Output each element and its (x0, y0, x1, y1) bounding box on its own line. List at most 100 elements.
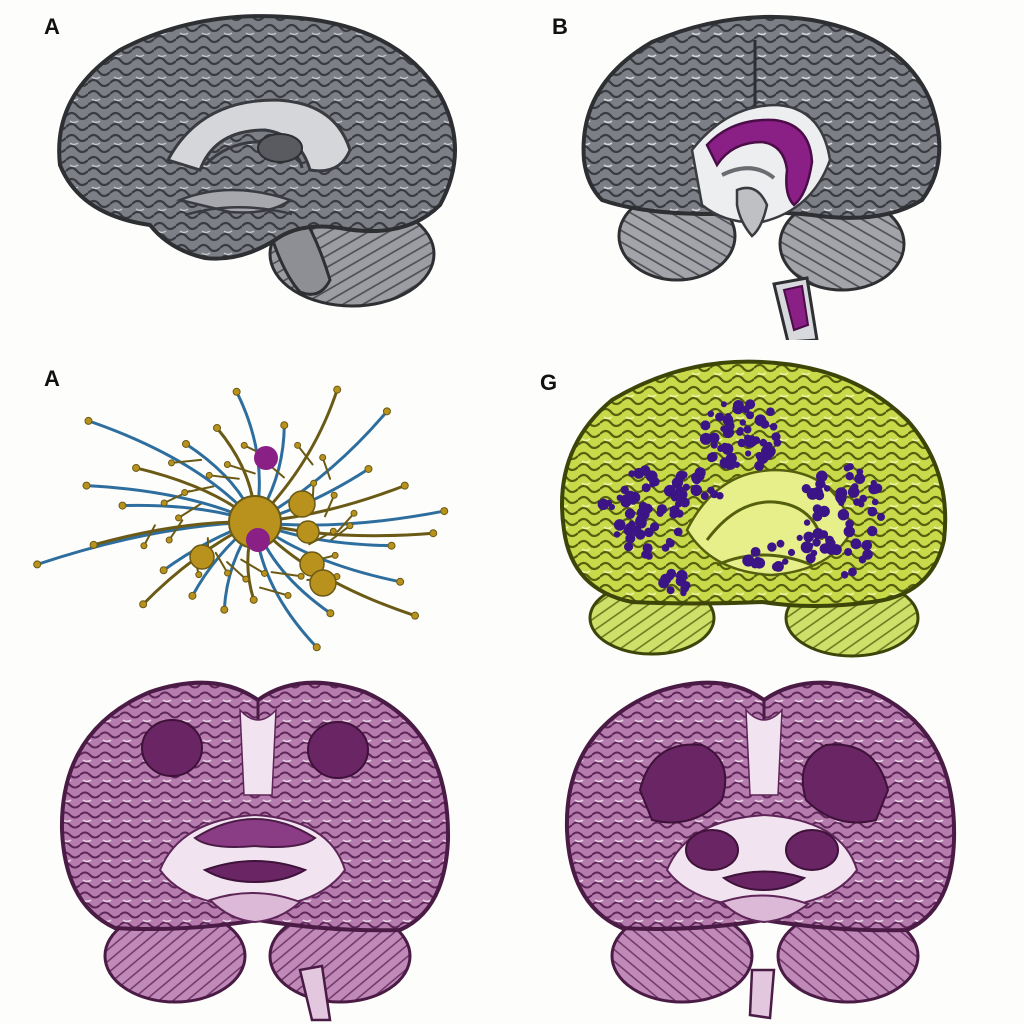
coronal-brain-mauve-left-illustration (59, 680, 451, 1022)
panel-coronal-brain-right (512, 670, 1024, 1024)
dendrite-tip (224, 569, 232, 577)
highlight-dot (597, 498, 609, 510)
highlight-dot (877, 513, 885, 521)
dendrite-tip (249, 595, 258, 604)
highlight-dot (754, 460, 765, 471)
highlight-dot (805, 553, 816, 564)
highlight-dot (868, 483, 880, 495)
dendrite-tip (140, 542, 148, 550)
dendrite-tip (181, 439, 190, 448)
highlight-dot (796, 534, 803, 541)
dendrite-tip (280, 421, 289, 430)
dendrite-tip (165, 536, 173, 544)
panel-neuron: A (0, 340, 512, 670)
highlight-dot (631, 525, 642, 536)
dendrite-tip (333, 385, 342, 394)
highlight-dot (844, 548, 853, 556)
highlight-dot (819, 530, 829, 539)
dendrite-tip (331, 551, 339, 559)
highlight-dot (859, 494, 868, 503)
panel-label-b-top: B (552, 14, 568, 39)
neuron-illustration (33, 385, 449, 652)
panel-sagittal-brain-a: A (0, 0, 512, 340)
highlight-dot (746, 411, 754, 420)
dendrite-tip (82, 481, 91, 490)
neuron-nucleus (246, 528, 270, 552)
dendrite-tip (350, 509, 358, 517)
highlight-dot (800, 541, 813, 554)
highlight-dot (710, 441, 718, 449)
highlight-dot (628, 470, 636, 478)
highlight-dot (803, 531, 814, 543)
highlight-dot (767, 542, 777, 552)
highlight-dot (700, 492, 709, 500)
coronal-brain-mauve-right-illustration (564, 680, 957, 1020)
dendrite-tip (396, 577, 405, 586)
highlight-dot (830, 544, 842, 556)
highlight-dot (765, 441, 773, 450)
highlight-dot (845, 519, 854, 529)
dendrite-side-branch (225, 561, 247, 581)
dendrite-tip (175, 514, 183, 522)
highlight-dot (848, 567, 857, 577)
lime-brain-dots-illustration (560, 359, 948, 658)
dendrite-tip (294, 441, 302, 449)
highlight-dot (744, 434, 752, 442)
highlight-dot (676, 569, 688, 582)
highlight-dot (737, 427, 744, 434)
highlight-dot (699, 432, 712, 445)
highlight-dot (719, 457, 731, 469)
dendrite-tip (400, 481, 409, 490)
dendrite-tip (167, 459, 175, 467)
dendrite-tip (118, 501, 127, 510)
highlight-dot (620, 496, 632, 508)
highlight-dot (739, 419, 746, 426)
highlight-dot (818, 505, 830, 518)
highlight-dot (636, 514, 645, 523)
highlight-dot (680, 471, 688, 479)
dendrite-side-branch (168, 519, 184, 542)
highlight-dot (608, 503, 615, 511)
dendrite-side-branch (270, 571, 303, 578)
highlight-dot (752, 436, 761, 445)
highlight-dot (745, 450, 752, 457)
highlight-dot (776, 539, 785, 548)
highlight-dot (639, 465, 651, 476)
dendrite-tip (319, 454, 327, 462)
highlight-dot (766, 407, 775, 416)
highlight-dot (803, 519, 811, 526)
highlight-dot (720, 425, 727, 432)
dendrite-tip (429, 529, 438, 538)
panel-coronal-brain-left (0, 670, 512, 1024)
panel-label-a-mid: A (44, 366, 60, 391)
dendrite-tip (139, 600, 148, 609)
highlight-dot (787, 548, 796, 557)
highlight-dot (737, 438, 746, 448)
panel-label-g-mid: G (540, 370, 558, 395)
highlighted-region (705, 118, 814, 207)
highlight-dot (624, 508, 636, 519)
dendrite-tip (297, 572, 305, 580)
panel-label-a-top: A (44, 14, 60, 39)
highlight-dot (625, 523, 633, 531)
highlight-dot (724, 420, 735, 432)
dendrite-tip (213, 423, 222, 432)
highlight-dot (641, 483, 651, 493)
highlight-dot (613, 531, 621, 538)
highlight-dot (867, 525, 878, 537)
dendrite-tip (195, 571, 203, 579)
highlight-dot (707, 410, 715, 418)
dendrite-tip (329, 527, 337, 535)
dendrite-side-branch (324, 494, 336, 518)
highlight-dot (853, 498, 861, 506)
highlight-dot (666, 586, 675, 595)
highlight-dot (846, 463, 854, 471)
dendrite-tip (310, 479, 318, 487)
highlight-dot (645, 552, 653, 560)
highlight-dot (642, 543, 653, 554)
highlight-dot (624, 542, 634, 552)
highlight-dot (835, 487, 848, 499)
dendrite-tip (89, 540, 98, 549)
highlight-dot (769, 423, 778, 431)
dendrite-side-branch (259, 586, 290, 597)
